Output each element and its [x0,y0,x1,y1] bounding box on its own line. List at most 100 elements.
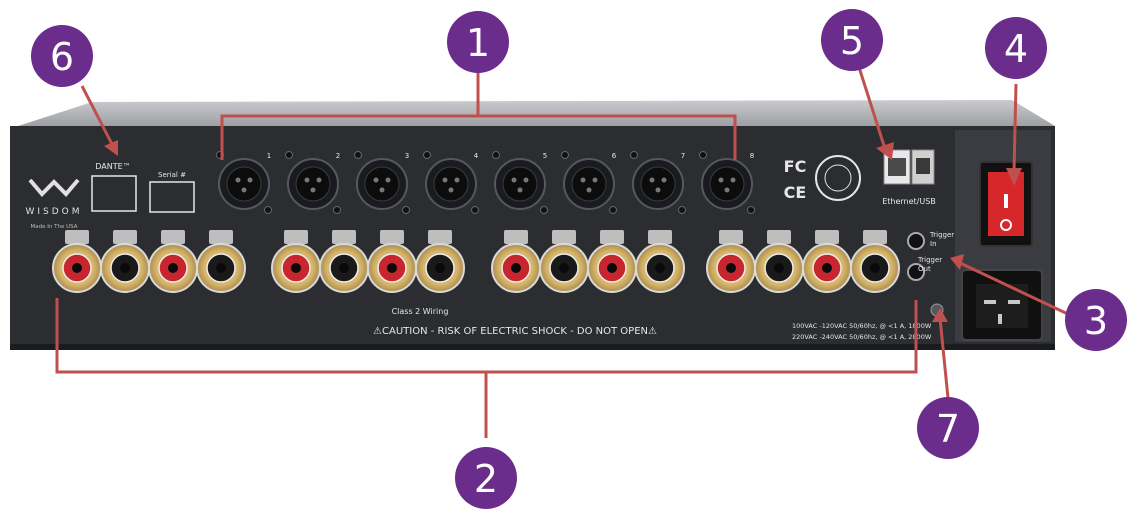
leader-6-arrow [104,140,118,156]
post-hole [511,263,521,273]
xlr-face [295,166,331,202]
xlr-screw [333,206,341,214]
xlr-pin [718,177,724,183]
xlr-screw [678,206,686,214]
callout-circle [985,17,1047,79]
post-hole [120,263,130,273]
fcc-mark: FC [784,157,807,176]
xlr-number: 7 [681,152,685,160]
power-switch-on-mark [1004,194,1008,208]
callout-number: 4 [1004,27,1028,71]
xlr-pin [448,187,454,193]
post-cap [428,230,452,244]
callout-5: 5 [821,9,883,71]
leader-5-arrow [876,142,894,160]
callout-7: 7 [917,397,979,459]
post-cap [815,230,839,244]
xlr-pin [511,177,517,183]
speaker-post [271,230,321,293]
power-rating-1: 100VAC -120VAC 50/60hz, @ <1 A, 1800W [792,322,932,330]
iec-pin-ground [998,314,1002,324]
post-cap [863,230,887,244]
xlr-input-4: 4 [423,151,479,214]
xlr-input-5: 5 [492,151,548,214]
xlr-face [433,166,469,202]
ce-mark: CE [784,183,807,202]
trigger-out-jack [907,263,925,281]
xlr-number: 2 [336,152,340,160]
xlr-screw [354,151,362,159]
post-cap [161,230,185,244]
post-hole [870,263,880,273]
post-hole [774,263,784,273]
leader-6 [80,85,116,149]
speaker-outputs [52,230,900,293]
post-hole [435,263,445,273]
serial-box [149,181,195,213]
callout-4: 4 [985,17,1047,79]
bracket-2 [55,298,918,438]
xlr-screw [747,206,755,214]
dante-label: DANTE™ [95,162,130,171]
post-hole [559,263,569,273]
caution-label: ⚠CAUTION - RISK OF ELECTRIC SHOCK - DO N… [373,326,657,337]
iec-pin-right [1008,300,1020,304]
post-hole [655,263,665,273]
amplifier-chassis [10,100,1055,350]
speaker-post [635,230,685,293]
callout-3: 3 [1065,289,1127,351]
xlr-face [226,166,262,202]
xlr-screw [285,151,293,159]
ethernet-label: Ethernet/USB [882,197,936,206]
xlr-number: 4 [474,152,479,160]
callout-number: 2 [474,457,498,501]
callout-circle [31,25,93,87]
post-hole [607,263,617,273]
power-inlet [961,269,1043,341]
post-hole [216,263,226,273]
xlr-pin [730,177,736,183]
callout-circle [917,397,979,459]
power-rating-2: 220VAC -240VAC 50/60hz, @ <1 A, 2800W [792,333,932,341]
xlr-screw [402,206,410,214]
xlr-pin [385,177,391,183]
dante-box [91,175,137,212]
trigger-in-jack [907,232,925,250]
xlr-pin [241,187,247,193]
leader-4 [1012,83,1018,173]
xlr-face [709,166,745,202]
xlr-pin [379,187,385,193]
speaker-post [850,230,900,293]
callout-circle [455,447,517,509]
xlr-input-8: 8 [699,151,755,214]
xlr-pin [661,177,667,183]
ethernet-usb: Ethernet/USB [882,149,936,206]
speaker-post [754,230,804,293]
usb-socket [916,158,930,174]
ethernet-socket [888,158,906,176]
callout-6: 6 [31,25,93,87]
callout-circle [447,11,509,73]
post-hole [726,263,736,273]
xlr-pin [454,177,460,183]
xlr-screw [630,151,638,159]
iec-pin-left [984,300,996,304]
xlr-number: 8 [750,152,754,160]
post-cap [209,230,233,244]
xlr-pin [373,177,379,183]
serial-label: Serial # [158,171,186,179]
xlr-face [640,166,676,202]
callout-circle [821,9,883,71]
callout-circle [1065,289,1127,351]
callout-number: 6 [50,35,74,79]
xlr-screw [699,151,707,159]
xlr-screw [423,151,431,159]
callout-number: 5 [840,19,864,63]
xlr-number: 3 [405,152,409,160]
cert-seal-inner [824,164,852,192]
class2-label: Class 2 Wiring [392,307,449,316]
speaker-post [52,230,102,293]
